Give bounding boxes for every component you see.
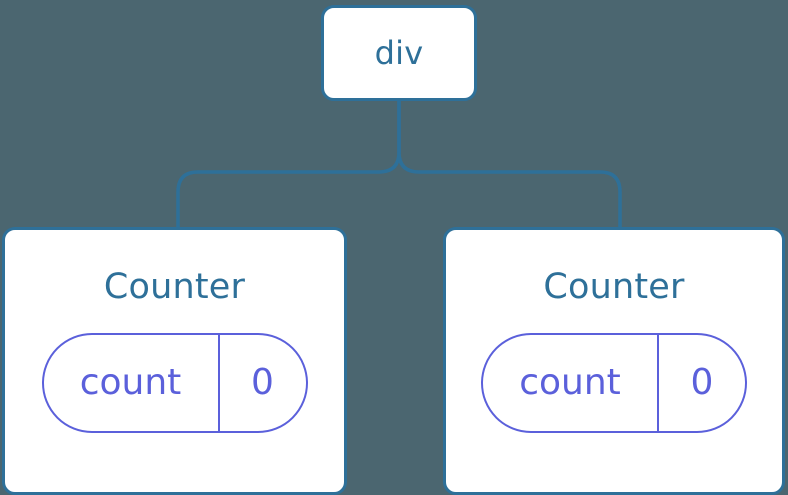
state-key-right: count: [483, 335, 659, 431]
node-div[interactable]: div: [321, 5, 477, 101]
node-counter-left-label: Counter: [103, 267, 246, 307]
state-pill-right[interactable]: count 0: [481, 333, 747, 433]
node-counter-right[interactable]: Counter count 0: [443, 227, 785, 495]
node-counter-right-label: Counter: [543, 267, 685, 307]
state-value-left: 0: [251, 362, 274, 403]
state-key-left: count: [44, 335, 220, 431]
connector-edge-left: [176, 98, 401, 229]
node-counter-left[interactable]: Counter count 0: [2, 227, 347, 495]
state-value-right: 0: [690, 362, 714, 403]
node-div-label: div: [374, 34, 424, 72]
connector-edge-right: [397, 98, 622, 229]
state-pill-left[interactable]: count 0: [41, 333, 308, 433]
